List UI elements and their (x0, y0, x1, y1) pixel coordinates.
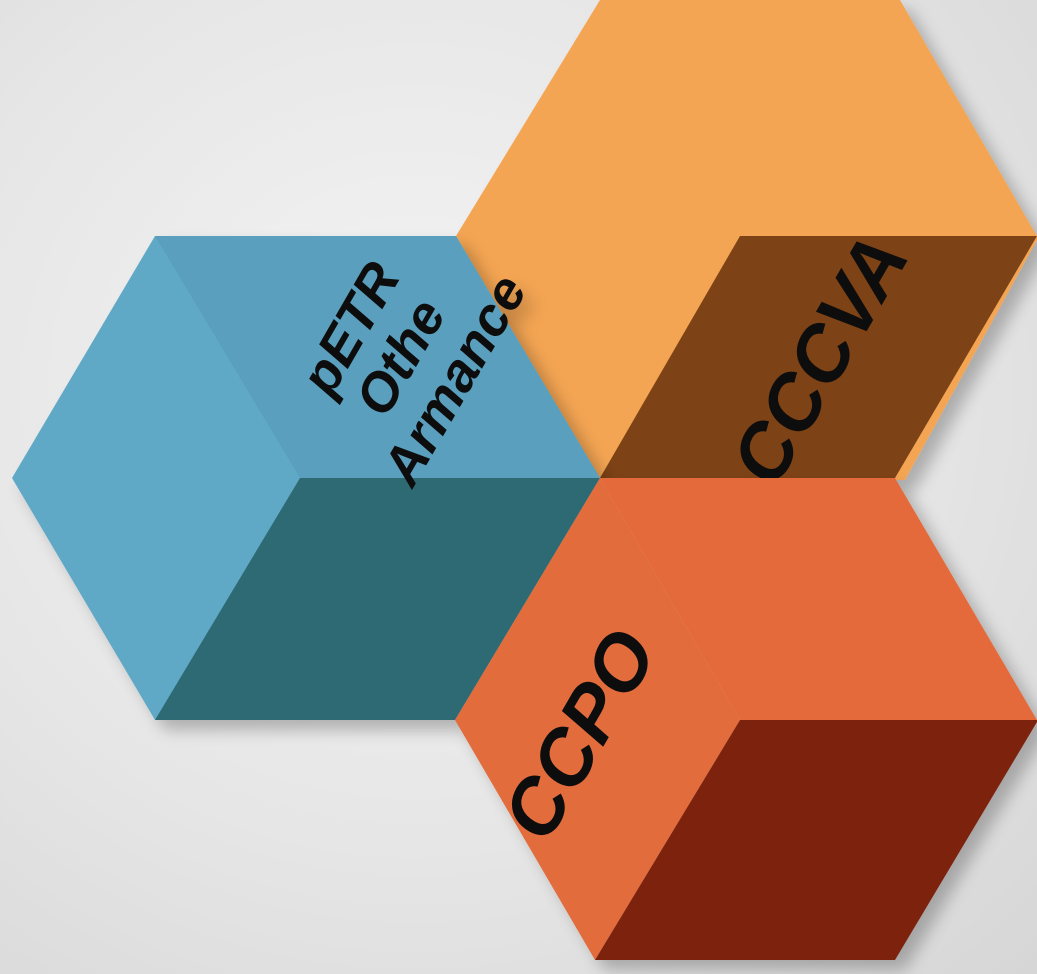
cube-diagram-canvas: CCCVA pETR Othe Armance CCPO (0, 0, 1037, 974)
cube-diagram: CCCVA pETR Othe Armance CCPO (0, 0, 1037, 974)
